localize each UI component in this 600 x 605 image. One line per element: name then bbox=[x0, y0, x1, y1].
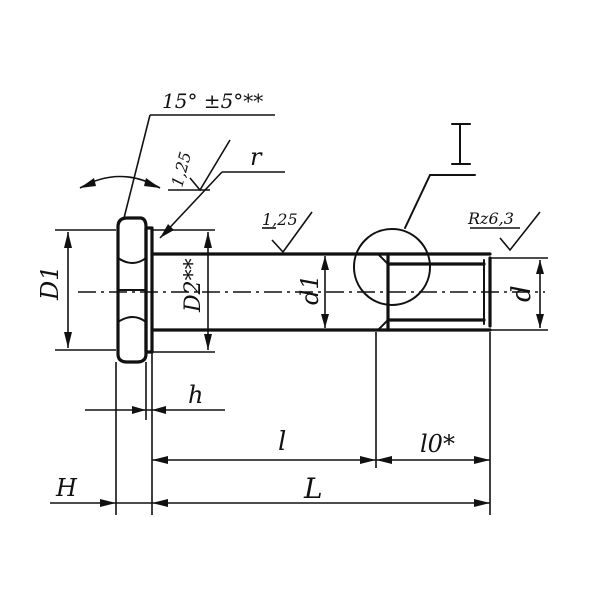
roughness-head-symbol bbox=[168, 139, 231, 192]
angle-arc bbox=[79, 114, 275, 219]
roughness-shank-symbol bbox=[262, 211, 313, 254]
roughness-thread-symbol bbox=[470, 211, 541, 252]
detail-circle-i bbox=[353, 123, 476, 306]
label-H: H bbox=[55, 474, 78, 502]
label-d1-small: d1 bbox=[296, 274, 324, 305]
label-roughness-thread: Rz6,3 bbox=[467, 209, 514, 228]
label-angle-tol: 15° ±5°** bbox=[162, 89, 263, 113]
bolt-head bbox=[116, 216, 148, 364]
dimension-d1-small bbox=[321, 256, 329, 328]
label-roughness-shank: 1,25 bbox=[262, 210, 298, 229]
label-l: l bbox=[278, 427, 286, 457]
label-radius: r bbox=[250, 143, 263, 171]
dimension-d1 bbox=[55, 229, 116, 351]
label-l0: l0* bbox=[420, 430, 455, 458]
dimension-h bbox=[85, 406, 225, 414]
washer-face bbox=[144, 226, 154, 354]
label-L: L bbox=[303, 472, 323, 505]
label-D2: D2** bbox=[181, 258, 206, 313]
dimension-l bbox=[152, 456, 490, 464]
detail-mark-label: I bbox=[448, 109, 450, 111]
label-h: h bbox=[188, 381, 203, 409]
dimension-d2 bbox=[152, 229, 215, 353]
dimension-L bbox=[50, 499, 490, 507]
label-roughness-head: 1,25 bbox=[168, 150, 196, 189]
radius-leader bbox=[159, 171, 285, 239]
extension-lines bbox=[115, 332, 491, 515]
dimension-d bbox=[490, 257, 548, 331]
label-D1: D1 bbox=[36, 265, 64, 301]
label-d: d bbox=[507, 285, 537, 302]
